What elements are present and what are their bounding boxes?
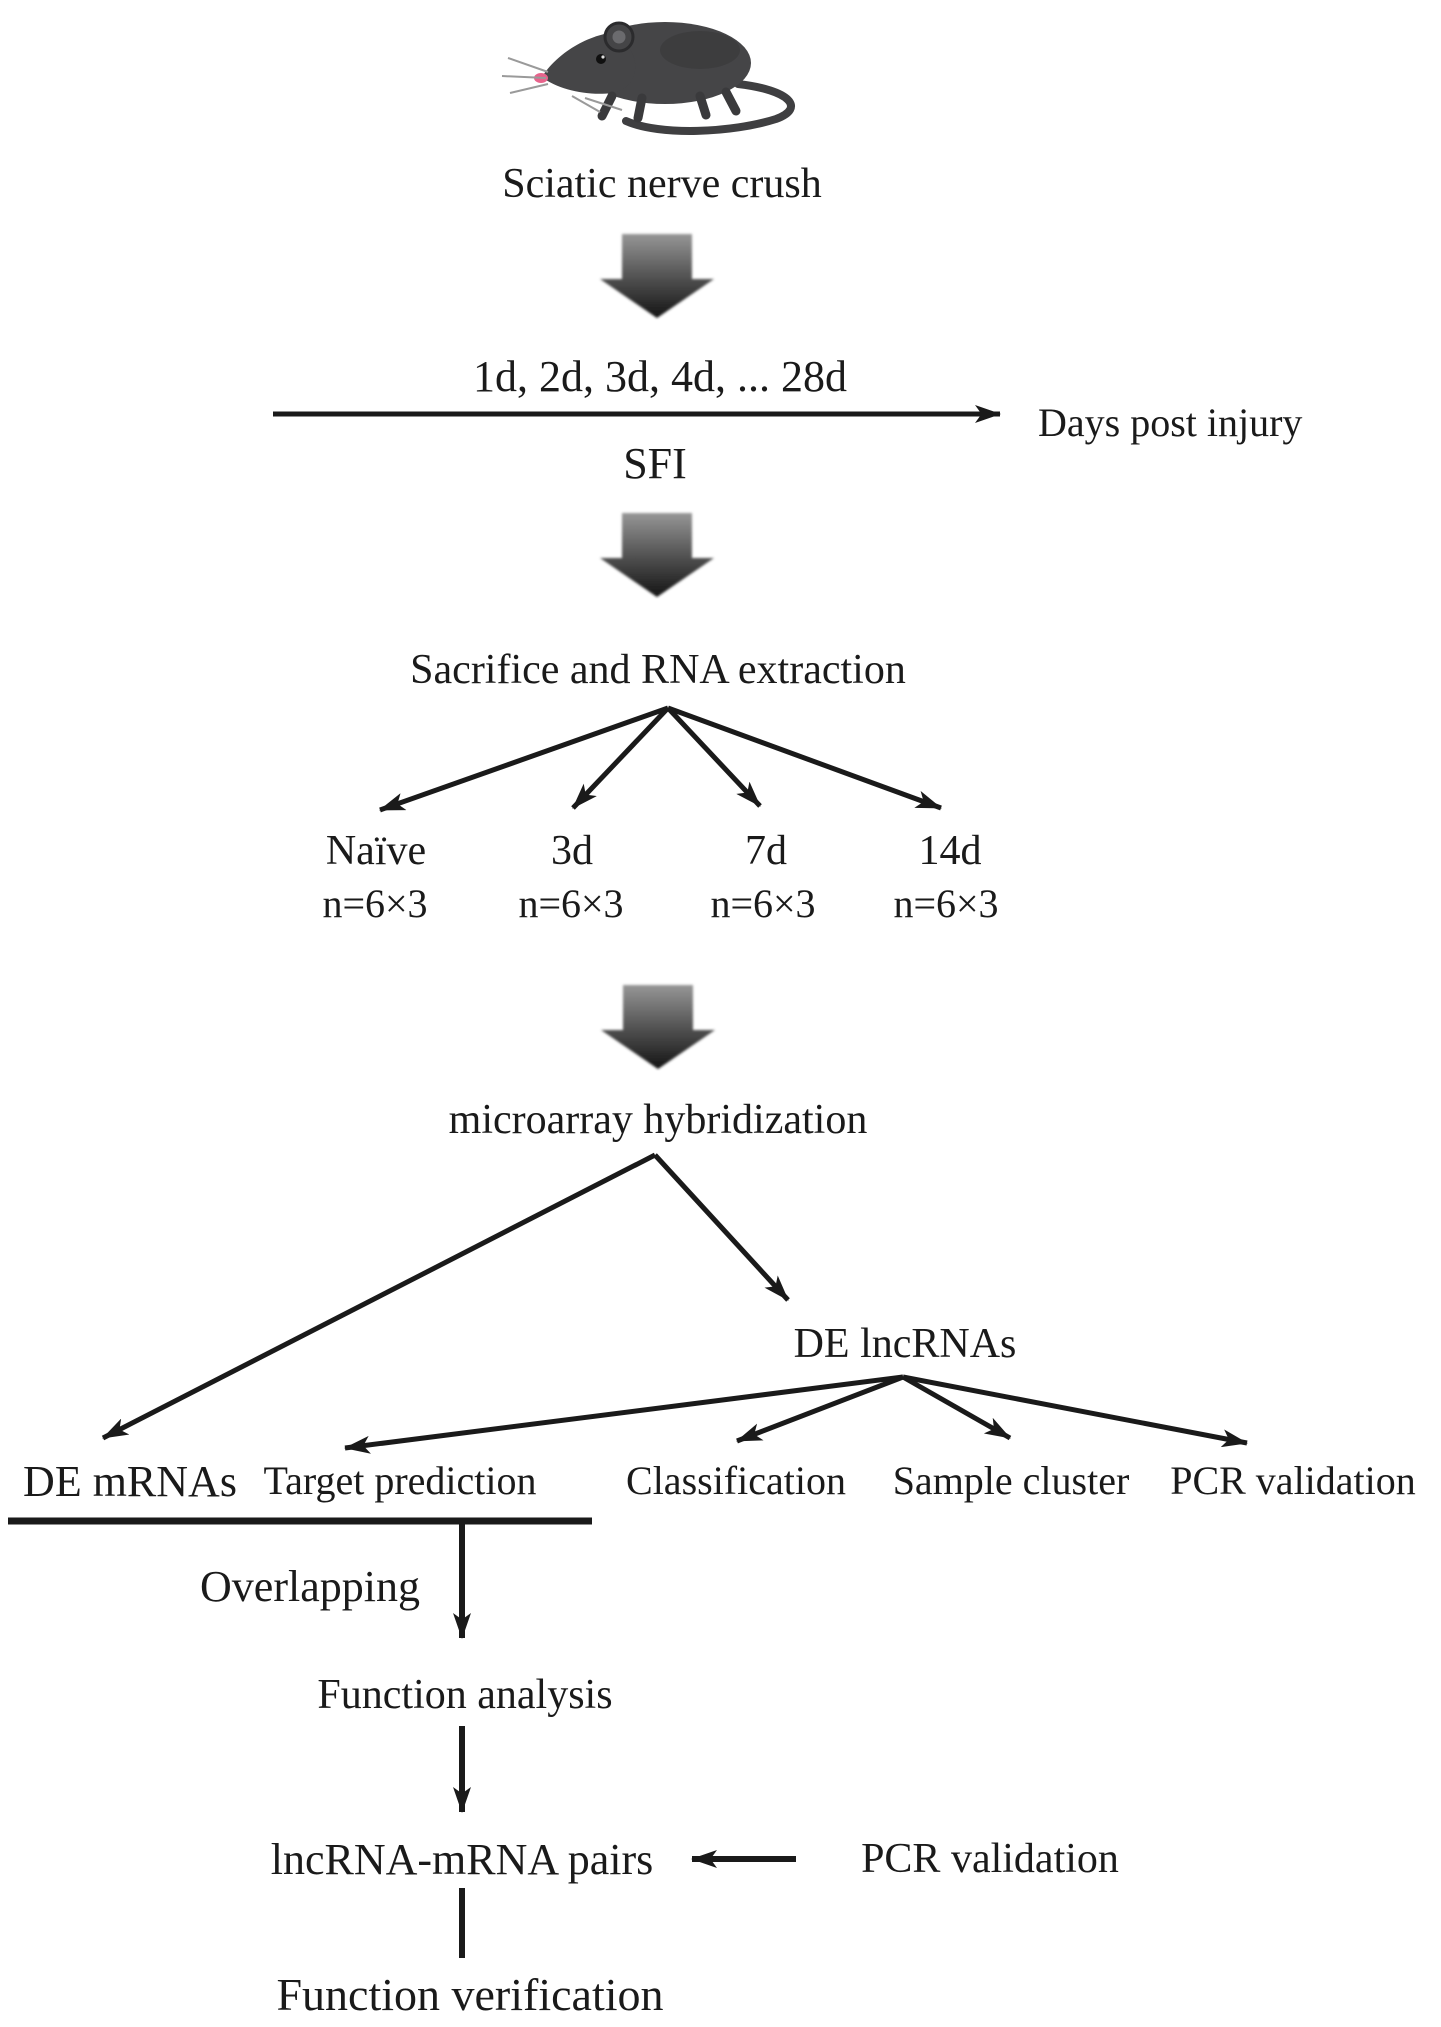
label-classification: Classification bbox=[626, 1458, 846, 1503]
label-group-7d: 7d bbox=[745, 828, 787, 874]
rat-leg bbox=[695, 91, 711, 120]
label-de-lncrnas: DE lncRNAs bbox=[794, 1321, 1017, 1367]
label-group-naive-n: n=6×3 bbox=[322, 881, 427, 926]
label-function-verification: Function verification bbox=[276, 1969, 663, 2020]
label-function-analysis: Function analysis bbox=[317, 1672, 612, 1718]
label-microarray: microarray hybridization bbox=[449, 1097, 868, 1143]
rat-tail bbox=[622, 80, 795, 135]
rat-back-shade bbox=[660, 31, 740, 69]
label-de-mrnas: DE mRNAs bbox=[23, 1457, 237, 1506]
label-lncrna-mrna-pairs: lncRNA-mRNA pairs bbox=[271, 1835, 654, 1884]
label-days-post-injury: Days post injury bbox=[1038, 400, 1302, 445]
label-sfi: SFI bbox=[623, 439, 687, 488]
label-sacrifice: Sacrifice and RNA extraction bbox=[410, 647, 906, 693]
rat-eye bbox=[596, 54, 606, 64]
lncrna-arrow-pcr-validation bbox=[902, 1374, 1248, 1448]
label-pcr-validation: PCR validation bbox=[1170, 1458, 1416, 1503]
rat-illustration bbox=[501, 21, 795, 135]
microarray-branch-de-mrnas bbox=[101, 1152, 657, 1441]
label-timeline-days: 1d, 2d, 3d, 4d, ... 28d bbox=[473, 352, 847, 401]
label-group-3d-n: n=6×3 bbox=[518, 881, 623, 926]
label-overlapping: Overlapping bbox=[200, 1562, 420, 1611]
microarray-branch-de-lncrnas bbox=[653, 1153, 790, 1302]
sacrifice-arrow-3d bbox=[571, 706, 670, 810]
label-group-naive: Naïve bbox=[326, 828, 426, 874]
rat-leg bbox=[633, 93, 647, 123]
lncrna-arrow-classification bbox=[736, 1374, 904, 1444]
lncrna-arrow-target-prediction bbox=[344, 1374, 904, 1454]
block-arrow-2-icon bbox=[600, 513, 714, 597]
label-target-prediction: Target prediction bbox=[263, 1458, 536, 1503]
rat-ear-inner bbox=[612, 30, 626, 44]
rat-whiskers bbox=[501, 57, 623, 113]
block-arrow-3-icon bbox=[601, 985, 715, 1069]
label-sample-cluster: Sample cluster bbox=[893, 1458, 1130, 1503]
label-group-3d: 3d bbox=[551, 828, 593, 874]
lncrna-arrow-sample-cluster bbox=[901, 1374, 1012, 1441]
sacrifice-arrow-14d bbox=[667, 705, 942, 811]
label-sciatic-nerve-crush: Sciatic nerve crush bbox=[502, 161, 822, 207]
label-group-7d-n: n=6×3 bbox=[710, 881, 815, 926]
sacrifice-arrow-7d bbox=[666, 706, 762, 808]
label-group-14d-n: n=6×3 bbox=[893, 881, 998, 926]
block-arrow-1-icon bbox=[600, 234, 714, 318]
sacrifice-arrow-naive bbox=[379, 705, 669, 813]
rat-eye-glint bbox=[601, 55, 605, 59]
label-group-14d: 14d bbox=[919, 828, 982, 874]
label-pcr-validation-2: PCR validation bbox=[861, 1836, 1119, 1882]
rat-leg bbox=[721, 87, 741, 116]
